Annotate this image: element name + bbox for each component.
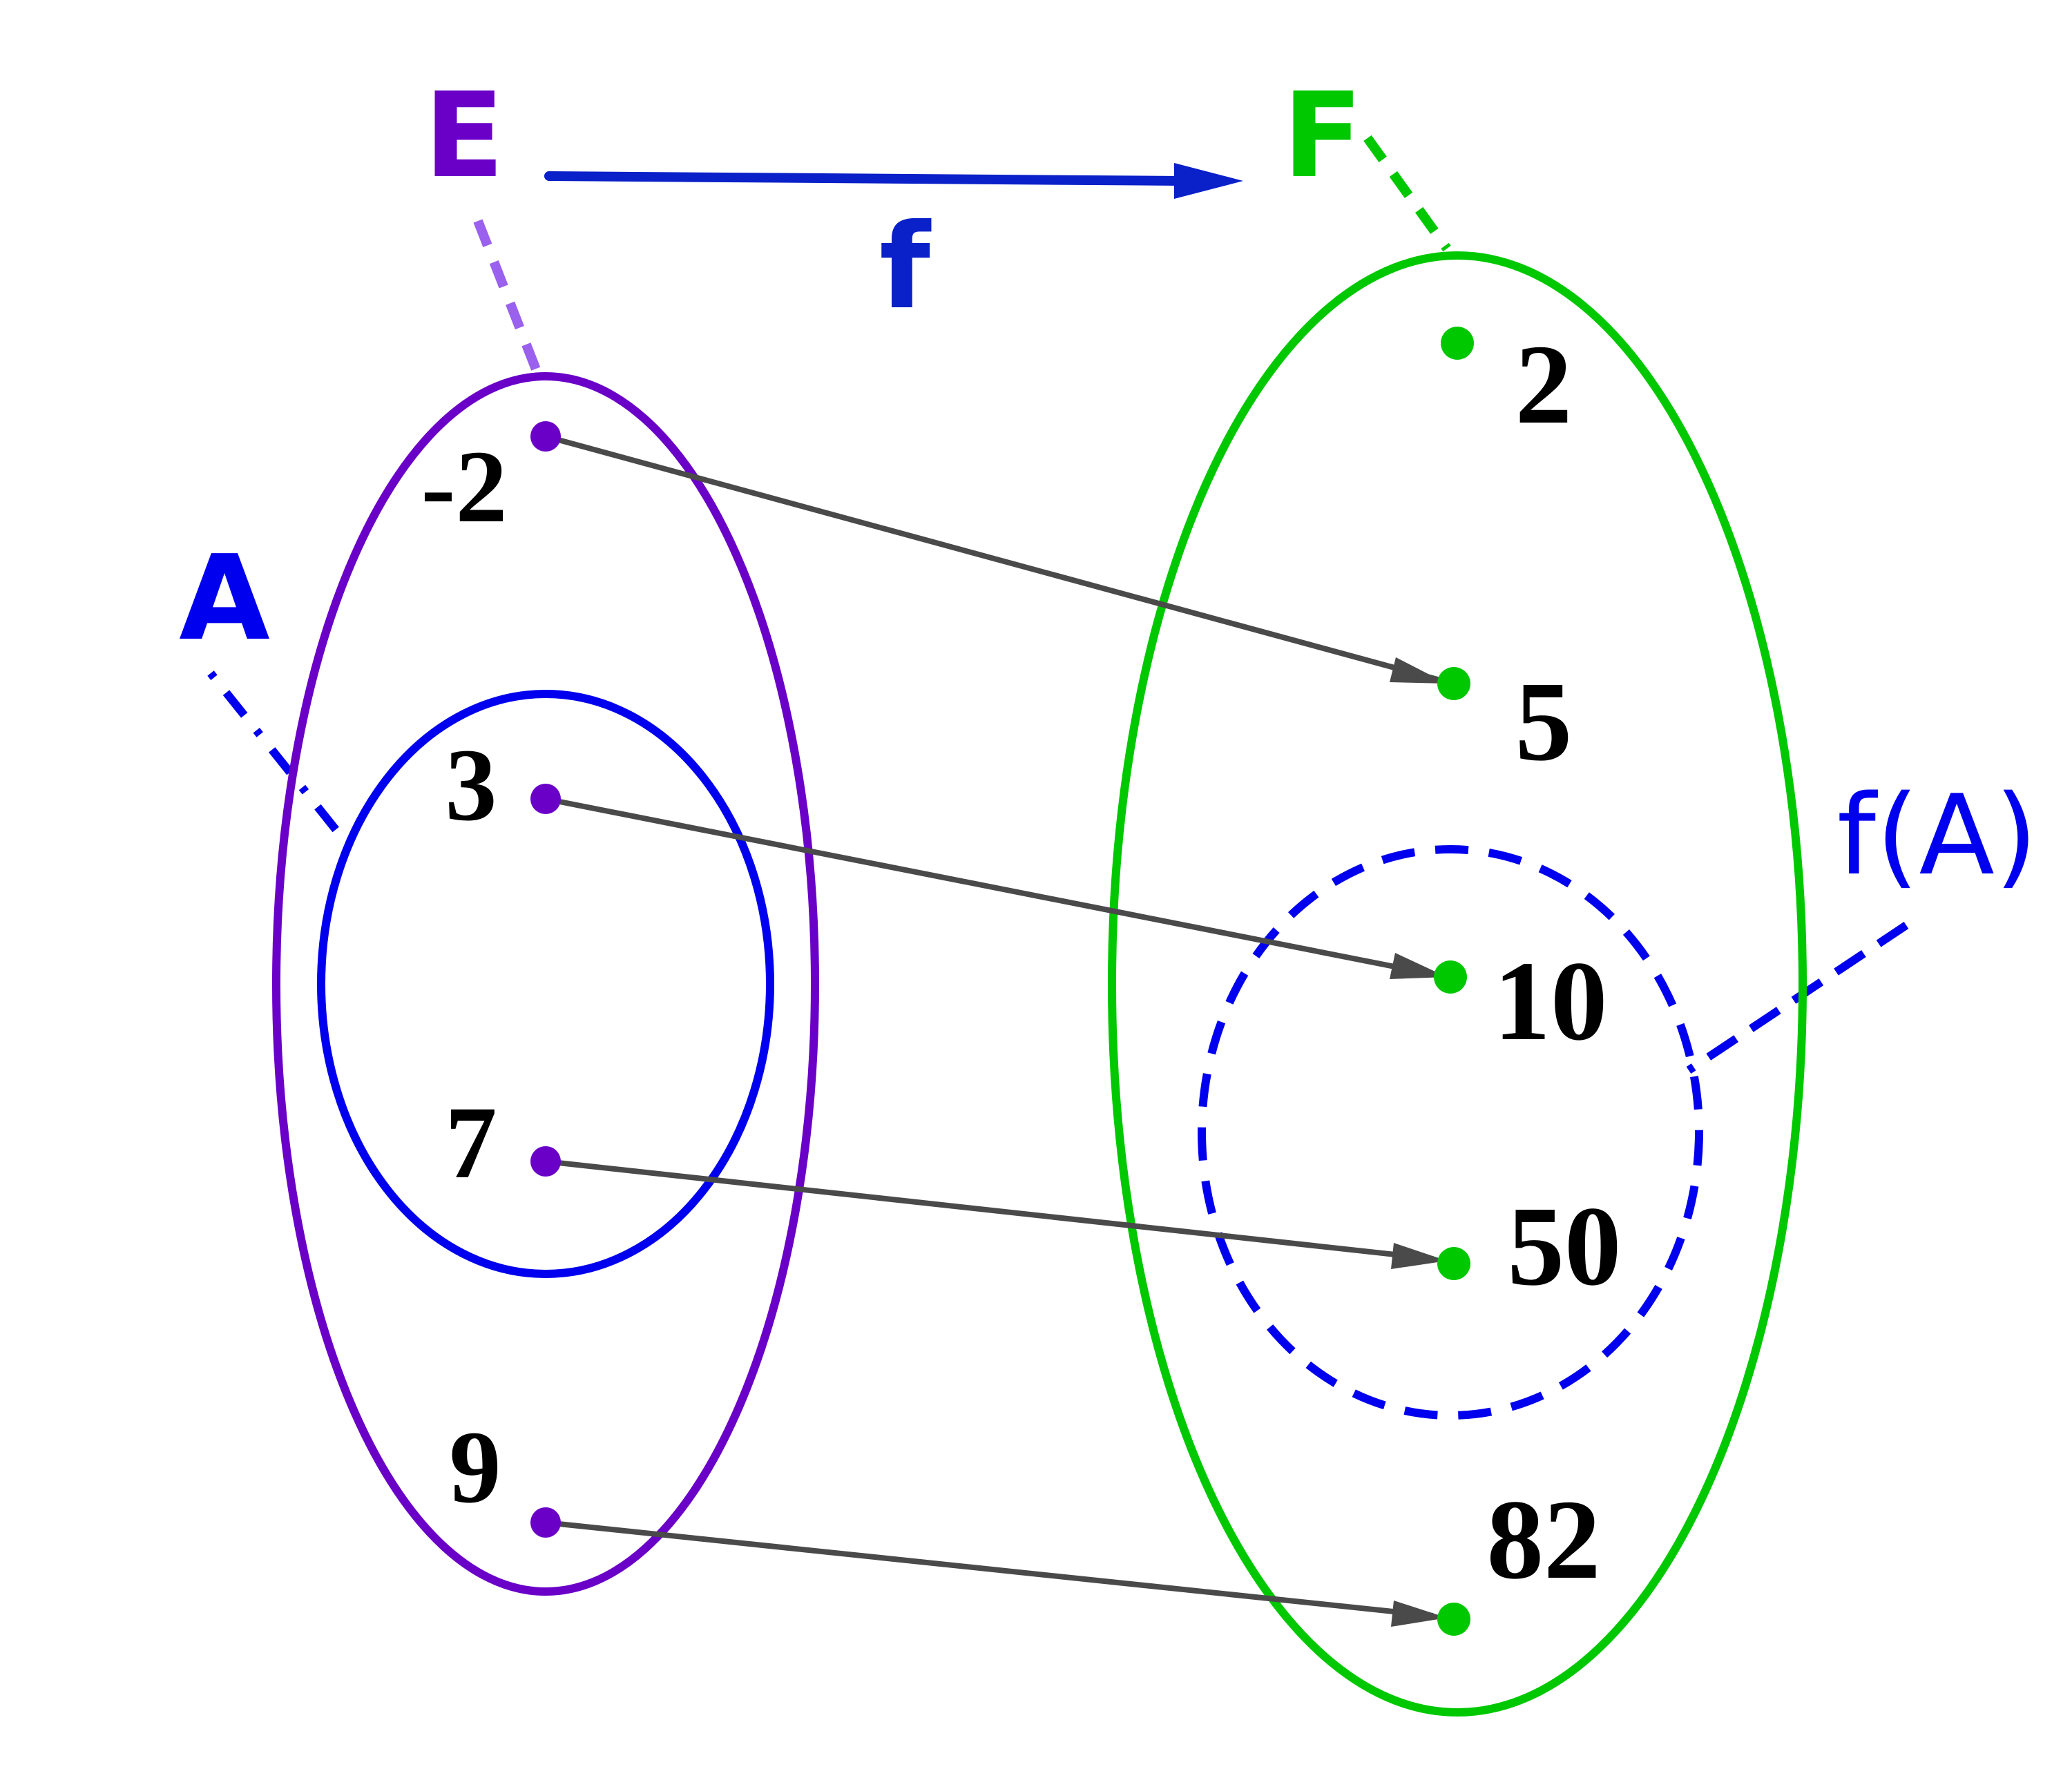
domain-point [530,1507,561,1538]
codomain-point [1441,327,1474,360]
codomain-element-label: 50 [1508,1183,1622,1309]
set-F-ellipse [1108,251,1807,1717]
function-arrow-head [1174,163,1243,199]
mapping-arrowhead [1391,1601,1447,1627]
E-leader-line [473,219,542,375]
mapping-arrowhead [1390,657,1447,684]
mapping-arrow [545,1159,1434,1262]
codomain-element-label: 10 [1494,938,1608,1064]
F-leader-line [1363,135,1451,252]
domain-element-label: 3 [445,728,497,842]
A-leader-line [207,670,352,849]
function-arrow-line [544,171,1186,186]
codomain-point [1437,1603,1470,1636]
mapping-arrow [545,796,1434,977]
mapping-arrowhead [1391,1243,1447,1269]
set-fA-label: f(A) [1837,771,2038,900]
codomain-element-label: 5 [1515,658,1573,784]
set-E-label: E [424,68,504,204]
mapping-arrow [544,434,1441,683]
codomain-element-label: 82 [1487,1476,1601,1603]
set-A-label: A [179,530,270,667]
codomain-point [1437,667,1470,700]
codomain-point [1437,1247,1470,1280]
domain-point [530,1146,561,1177]
set-F-label: F [1283,68,1363,204]
set-A-ellipse [317,690,774,1278]
fA-leader-line [1686,922,1909,1074]
domain-element-label: 7 [445,1085,497,1200]
codomain-point [1434,960,1467,994]
domain-point [530,421,561,452]
function-f-label: f [879,199,932,336]
set-E-ellipse [272,372,819,1596]
mapping-arrowhead [1390,953,1447,979]
domain-element-label: -2 [421,429,508,544]
set-fA-dashed-ellipse [1198,845,1703,1420]
mapping-arrow [545,1520,1434,1618]
domain-point [530,784,561,814]
codomain-element-label: 2 [1515,321,1573,447]
domain-element-label: 9 [450,1410,501,1525]
